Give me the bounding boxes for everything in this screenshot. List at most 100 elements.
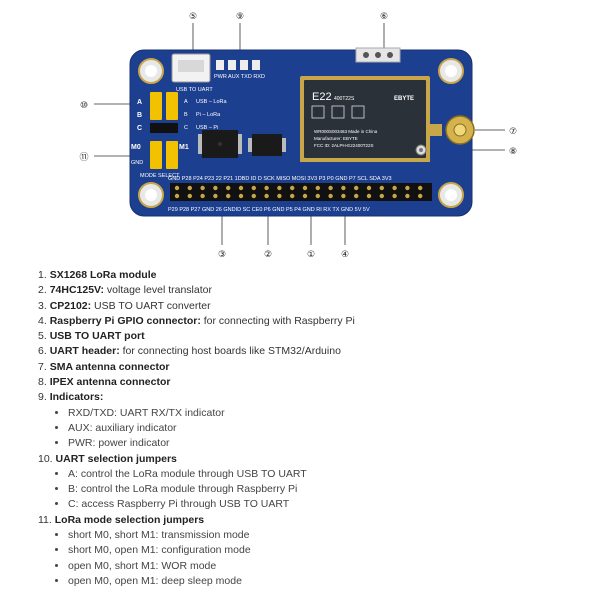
lora-module xyxy=(300,76,430,162)
74hc125v-chip xyxy=(248,134,286,156)
legend-num: 2. xyxy=(38,284,47,297)
indicator-leds xyxy=(216,60,260,70)
usb-port xyxy=(171,53,211,83)
gpio-pin xyxy=(174,185,180,191)
gpio-pin xyxy=(264,185,269,191)
legend-item-1: 1. SX1268 LoRa module xyxy=(36,268,576,283)
gpio-pin xyxy=(354,193,359,199)
gpio-pin xyxy=(251,185,256,191)
pin-row-top-silk: GND P28 P24 P23 22 P21 1DBD ID D SCK MIS… xyxy=(168,176,392,182)
gpio-pin xyxy=(226,193,231,199)
gpio-pin xyxy=(328,185,333,191)
uart-row-c-label: USB – Pi xyxy=(196,125,218,131)
legend-num: 8. xyxy=(38,376,47,389)
gpio-pin xyxy=(341,185,346,191)
legend-item-4: 4. Raspberry Pi GPIO connector: for conn… xyxy=(36,314,576,329)
legend-desc: for connecting host boards like STM32/Ar… xyxy=(119,345,341,358)
gpio-pin xyxy=(366,185,372,191)
gpio-pin xyxy=(290,185,295,191)
gpio-pin xyxy=(264,193,269,199)
cert-logos xyxy=(311,105,365,119)
sub-item: A: control the LoRa module through USB T… xyxy=(68,467,576,482)
gpio-pin xyxy=(366,193,372,199)
callout-10: ⑩ xyxy=(80,101,88,111)
gpio-pin xyxy=(302,185,308,191)
module-model: E22 xyxy=(312,91,332,103)
gpio-pin xyxy=(379,185,384,191)
gpio-pin xyxy=(354,185,359,191)
legend-title: IPEX antenna connector xyxy=(49,376,171,389)
callout-9: ⑨ xyxy=(236,12,244,22)
legend-num: 6. xyxy=(38,345,47,358)
legend-desc: voltage level translator xyxy=(103,284,212,297)
legend-title: SX1268 LoRa module xyxy=(49,269,157,281)
sub-item: C: access Raspberry Pi through USB TO UA… xyxy=(68,497,576,512)
legend-item-2: 2. 74HC125V: voltage level translator xyxy=(36,283,576,298)
legend-item-5: 5. USB TO UART port xyxy=(36,329,576,344)
gpio-pin xyxy=(302,193,308,199)
sub-item: B: control the LoRa module through Raspb… xyxy=(68,482,576,497)
module-line-2: Manufacturer: EBYTE xyxy=(314,136,358,141)
indicators-sublist: RXD/TXD: UART RX/TX indicator AUX: auxil… xyxy=(38,406,576,452)
mode-pin-m0: M0 xyxy=(131,144,141,151)
legend-title: CP2102: xyxy=(49,299,92,312)
gpio-pin xyxy=(315,193,320,199)
legend-desc: USB TO UART converter xyxy=(91,299,211,312)
gpio-pin xyxy=(200,185,205,191)
callout-5: ⑤ xyxy=(189,12,197,22)
mounting-holes xyxy=(138,58,464,208)
sma-antenna xyxy=(430,115,475,145)
callout-2: ② xyxy=(264,250,272,260)
legend-num: 10. xyxy=(38,452,53,465)
gpio-pin xyxy=(174,193,180,199)
board-diagram: USB TO UART PWR AUX TXD RXD A B C USB – … xyxy=(79,12,517,260)
component-legend: 1. SX1268 LoRa module 2. 74HC125V: volta… xyxy=(36,268,576,589)
gpio-pin xyxy=(277,193,282,199)
gpio-pin xyxy=(328,193,333,199)
legend-title: UART selection jumpers xyxy=(55,452,177,465)
legend-item-11: 11. LoRa mode selection jumpers short M0… xyxy=(36,513,576,589)
gpio-pin xyxy=(418,193,423,199)
module-brand: EBYTE xyxy=(394,96,414,102)
gpio-pin xyxy=(315,185,320,191)
gpio-pin xyxy=(187,185,192,191)
mode-sublist: short M0, short M1: transmission mode sh… xyxy=(38,528,576,589)
mode-gnd-silk: GND xyxy=(131,160,143,166)
pin-row-bottom-silk: P29 P28 P27 GND 26 GNDID SC CE0 P6 GND P… xyxy=(168,207,370,213)
legend-num: 7. xyxy=(38,360,47,373)
uart-letter-c: C xyxy=(137,125,142,132)
legend-title: USB TO UART port xyxy=(49,330,145,343)
legend-num: 5. xyxy=(38,330,47,343)
gpio-pin xyxy=(213,185,218,191)
legend-title: Indicators: xyxy=(49,391,104,404)
uart-sublist: A: control the LoRa module through USB T… xyxy=(38,467,576,513)
sub-item: open M0, open M1: deep sleep mode xyxy=(68,574,576,589)
legend-num: 11. xyxy=(38,513,52,526)
callout-6: ⑥ xyxy=(380,12,388,22)
uart-letter-a: A xyxy=(137,99,142,106)
gpio-pin xyxy=(213,193,218,199)
gpio-pin xyxy=(418,185,423,191)
legend-num: 1. xyxy=(38,269,47,281)
uart-row-a-letter: A xyxy=(184,99,188,105)
callout-1: ① xyxy=(307,250,315,260)
gpio-pin xyxy=(277,185,282,191)
ipex-connector xyxy=(415,144,427,156)
uart-jumper-cap-1 xyxy=(150,92,162,120)
gpio-pin xyxy=(341,193,346,199)
uart-letter-b: B xyxy=(137,112,142,119)
gpio-pin xyxy=(392,185,397,191)
mode-jumper-cap-1 xyxy=(150,141,162,169)
uart-row-b-letter: B xyxy=(184,112,188,118)
sub-item: short M0, open M1: configuration mode xyxy=(68,543,576,558)
gpio-pin xyxy=(251,193,256,199)
gpio-pin xyxy=(187,193,192,199)
sub-item: open M0, short M1: WOR mode xyxy=(68,559,576,574)
gpio-pin xyxy=(379,193,384,199)
legend-title: Raspberry Pi GPIO connector: xyxy=(49,314,201,327)
module-model-sub: 400T22S xyxy=(334,96,355,102)
legend-item-7: 7. SMA antenna connector xyxy=(36,360,576,375)
legend-title: 74HC125V: xyxy=(49,284,104,297)
legend-title: LoRa mode selection jumpers xyxy=(54,513,205,526)
sub-item: AUX: auxiliary indicator xyxy=(68,421,576,436)
